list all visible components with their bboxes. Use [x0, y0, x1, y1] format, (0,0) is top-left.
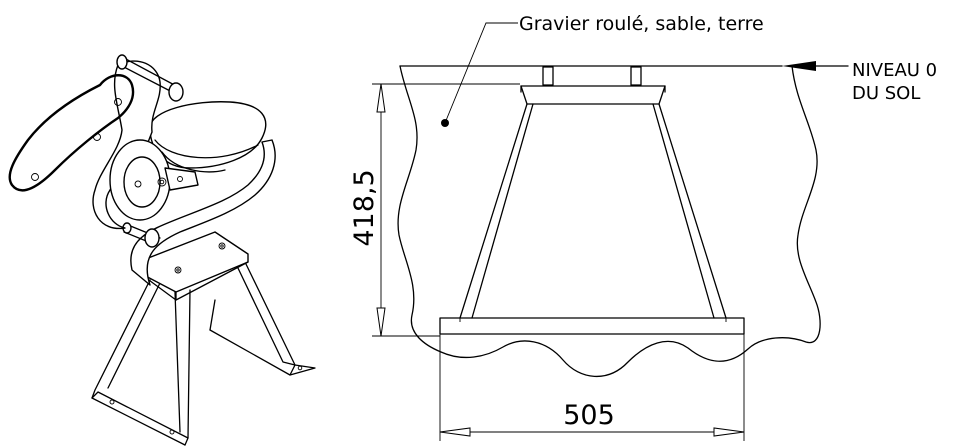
height-dimension	[372, 83, 520, 337]
disc-plate	[149, 101, 267, 169]
stand-top-flange	[520, 85, 666, 105]
isometric-bracket-view	[8, 54, 316, 446]
front-elevation-view: 418,5 505 Gravier roulé, sable, terre NI…	[349, 13, 937, 441]
arm-plate-front	[8, 74, 135, 192]
ground-material-label: Gravier roulé, sable, terre	[519, 13, 764, 35]
ground-level-arrow	[782, 61, 816, 71]
width-dimension	[439, 334, 745, 441]
ground-material-leader	[441, 22, 518, 127]
stand-base-plate	[439, 317, 745, 335]
isometric-stand	[91, 261, 316, 446]
ground-level-label-line2: DU SOL	[852, 83, 920, 104]
width-dimension-value: 505	[563, 400, 615, 431]
curved-strap	[130, 139, 276, 286]
stand-body	[459, 103, 727, 319]
ground-level-label-line1: NIVEAU 0	[852, 60, 937, 81]
height-dimension-value: 418,5	[349, 169, 380, 246]
ground-section-boundary	[397, 65, 821, 378]
